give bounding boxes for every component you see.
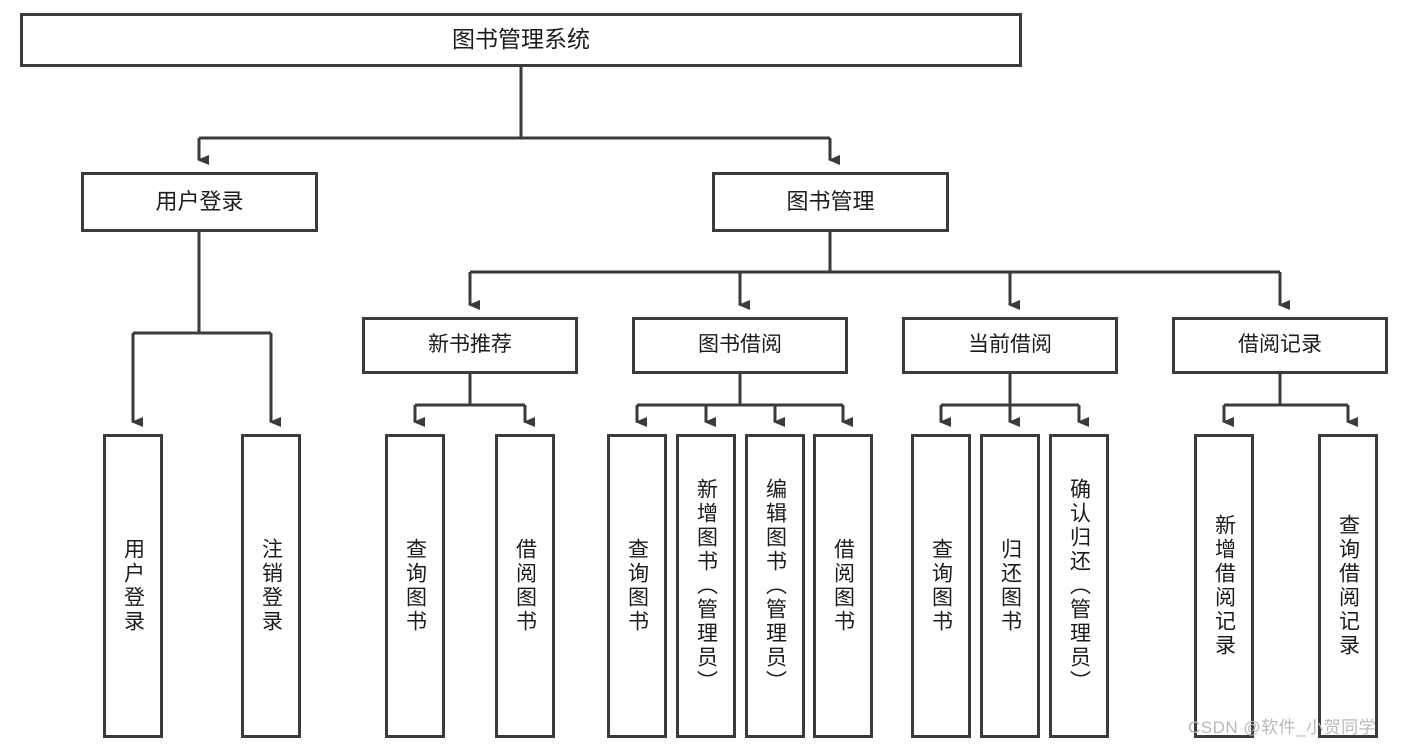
leaf-current-borrow-confirm-return[interactable]: 确认归还（管理员） (1049, 434, 1109, 738)
leaf-label: 查询图书 (625, 538, 649, 634)
node-root-label: 图书管理系统 (452, 26, 590, 53)
node-book-management[interactable]: 图书管理 (712, 172, 949, 232)
leaf-new-book-borrow[interactable]: 借阅图书 (495, 434, 555, 738)
leaf-label: 查询图书 (929, 538, 953, 634)
node-book-borrow[interactable]: 图书借阅 (632, 317, 848, 374)
leaf-label: 用户登录 (121, 538, 145, 634)
node-book-management-label: 图书管理 (786, 189, 875, 215)
leaf-book-borrow-add[interactable]: 新增图书（管理员） (676, 434, 736, 738)
node-root[interactable]: 图书管理系统 (20, 13, 1022, 67)
leaf-current-borrow-query[interactable]: 查询图书 (911, 434, 971, 738)
leaf-user-login-logout[interactable]: 注销登录 (241, 434, 301, 738)
leaf-label: 归还图书 (998, 538, 1022, 634)
leaf-label: 新增借阅记录 (1212, 514, 1236, 658)
node-borrow-records-label: 借阅记录 (1238, 333, 1322, 357)
leaf-label: 编辑图书（管理员） (763, 478, 787, 694)
leaf-label: 注销登录 (259, 538, 283, 634)
leaf-label: 确认归还（管理员） (1067, 478, 1091, 694)
leaf-user-login-login[interactable]: 用户登录 (103, 434, 163, 738)
node-new-book-recommend-label: 新书推荐 (428, 333, 512, 357)
leaf-book-borrow-borrow[interactable]: 借阅图书 (813, 434, 873, 738)
node-current-borrow-label: 当前借阅 (968, 333, 1052, 357)
leaf-book-borrow-edit[interactable]: 编辑图书（管理员） (745, 434, 805, 738)
leaf-borrow-records-query[interactable]: 查询借阅记录 (1318, 434, 1378, 738)
node-borrow-records[interactable]: 借阅记录 (1172, 317, 1388, 374)
watermark: CSDN @软件_小贺同学 (1188, 718, 1377, 737)
node-user-login[interactable]: 用户登录 (81, 172, 318, 232)
leaf-label: 查询借阅记录 (1336, 514, 1360, 658)
leaf-book-borrow-query[interactable]: 查询图书 (607, 434, 667, 738)
leaf-current-borrow-return[interactable]: 归还图书 (980, 434, 1040, 738)
leaf-label: 借阅图书 (513, 538, 537, 634)
node-current-borrow[interactable]: 当前借阅 (902, 317, 1118, 374)
leaf-label: 新增图书（管理员） (694, 478, 718, 694)
leaf-label: 借阅图书 (831, 538, 855, 634)
leaf-new-book-query[interactable]: 查询图书 (385, 434, 445, 738)
node-book-borrow-label: 图书借阅 (698, 333, 782, 357)
leaf-borrow-records-add[interactable]: 新增借阅记录 (1194, 434, 1254, 738)
node-new-book-recommend[interactable]: 新书推荐 (362, 317, 578, 374)
node-user-login-label: 用户登录 (155, 189, 244, 215)
leaf-label: 查询图书 (403, 538, 427, 634)
